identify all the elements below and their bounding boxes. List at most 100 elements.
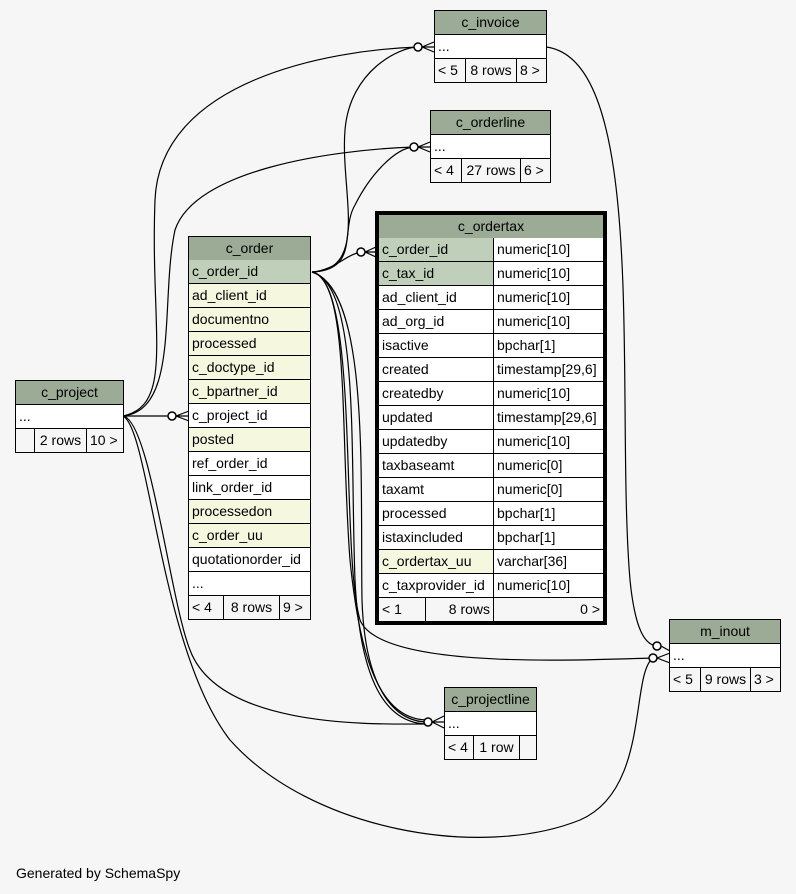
- nav-children[interactable]: 9 >: [279, 596, 310, 619]
- table-header[interactable]: c_project: [16, 381, 123, 404]
- column-name: updated: [379, 406, 493, 429]
- column-name: link_order_id: [192, 479, 273, 495]
- row-count: 9 rows: [700, 668, 750, 691]
- column-row[interactable]: quotationorder_id: [189, 547, 310, 571]
- column-type: numeric[10]: [493, 238, 603, 261]
- column-type: numeric[10]: [493, 262, 603, 285]
- nav-children[interactable]: 8 >: [516, 59, 546, 82]
- edge-order-inout: [311, 271, 654, 661]
- column-row[interactable]: processed: [189, 331, 310, 355]
- crow-foot-inout-2: [648, 653, 658, 663]
- edge-order-invoice: [311, 46, 419, 273]
- row-count: 8 rows: [223, 596, 279, 619]
- column-row[interactable]: posted: [189, 427, 310, 451]
- nav-parents[interactable]: < 4: [192, 599, 212, 615]
- table-header[interactable]: c_invoice: [435, 11, 546, 34]
- edge-invoice-inout: [545, 46, 658, 647]
- column-row[interactable]: processedon: [189, 499, 310, 523]
- column-row[interactable]: ...: [189, 571, 310, 595]
- column-name: createdby: [379, 382, 493, 405]
- table-c-order[interactable]: c_order c_order_id ad_client_id documentno…: [188, 236, 311, 620]
- column-type: numeric[10]: [493, 430, 603, 453]
- table-header[interactable]: c_projectline: [445, 688, 536, 711]
- nav-parents[interactable]: < 1: [382, 601, 402, 617]
- table-header[interactable]: c_ordertax: [379, 215, 603, 238]
- table-c-projectline[interactable]: c_projectline ... < 4 1 row: [444, 687, 537, 760]
- column-row[interactable]: c_doctype_id: [189, 355, 310, 379]
- nav-parents[interactable]: < 5: [438, 62, 458, 78]
- nav-parents[interactable]: [16, 429, 34, 452]
- column-row[interactable]: c_order_uu: [189, 523, 310, 547]
- nav-parents[interactable]: < 5: [673, 671, 693, 687]
- table-c-project[interactable]: c_project ... 2 rows 10 >: [15, 380, 124, 453]
- nav-parents[interactable]: < 4: [434, 162, 454, 178]
- column-row[interactable]: c_order_id: [189, 260, 310, 283]
- table-header[interactable]: c_orderline: [431, 111, 550, 134]
- nav-children[interactable]: 10 >: [86, 429, 123, 452]
- table-header[interactable]: m_inout: [670, 620, 780, 643]
- edge-order-projectline-3: [311, 271, 429, 723]
- column-type: numeric[0]: [493, 478, 603, 501]
- more-columns: ...: [19, 408, 31, 424]
- column-row[interactable]: link_order_id: [189, 475, 310, 499]
- crow-foot-order-project: [167, 411, 177, 421]
- nav-parents[interactable]: < 4: [448, 739, 468, 755]
- column-name: c_order_id: [379, 238, 493, 261]
- column-row[interactable]: ref_order_id: [189, 451, 310, 475]
- crow-foot-projectline: [423, 717, 433, 727]
- table-title: m_inout: [700, 623, 750, 639]
- column-row[interactable]: c_project_id: [189, 403, 310, 427]
- table-c-orderline[interactable]: c_orderline ... < 4 27 rows 6 >: [430, 110, 551, 183]
- column-row[interactable]: documentno: [189, 307, 310, 331]
- column-name: c_order_uu: [192, 527, 263, 543]
- column-name: updatedby: [379, 430, 493, 453]
- nav-children[interactable]: 0 >: [493, 598, 603, 621]
- table-title: c_orderline: [455, 114, 526, 130]
- nav-children[interactable]: [519, 736, 536, 759]
- column-name: c_doctype_id: [192, 359, 275, 375]
- column-row[interactable]: ad_client_id: [189, 283, 310, 307]
- column-type: numeric[0]: [493, 454, 603, 477]
- nav-children[interactable]: 6 >: [520, 159, 550, 182]
- edge-order-projectline-2: [311, 271, 429, 725]
- column-name: taxbaseamt: [379, 454, 493, 477]
- table-nav: < 1 8 rows 0 >: [379, 597, 603, 621]
- table-c-invoice[interactable]: c_invoice ... < 5 8 rows 8 >: [434, 10, 547, 83]
- table-title: c_project: [41, 384, 98, 400]
- column-type: numeric[10]: [493, 310, 603, 333]
- table-header[interactable]: c_order: [189, 237, 310, 260]
- column-type: bpchar[1]: [493, 334, 603, 357]
- column-name: quotationorder_id: [192, 551, 301, 567]
- row-count: 27 rows: [461, 159, 520, 182]
- column-name: ...: [192, 575, 204, 591]
- nav-children[interactable]: 3 >: [750, 668, 780, 691]
- column-type: timestamp[29,6]: [493, 358, 603, 381]
- table-m-inout[interactable]: m_inout ... < 5 9 rows 3 >: [669, 619, 781, 692]
- column-name: ad_client_id: [192, 287, 267, 303]
- generated-by-footer: Generated by SchemaSpy: [16, 865, 181, 881]
- more-columns: ...: [448, 715, 460, 731]
- column-type: numeric[10]: [493, 574, 603, 597]
- column-name: documentno: [192, 311, 270, 327]
- column-name: c_order_id: [192, 263, 259, 279]
- column-name: c_ordertax_uu: [379, 550, 493, 573]
- more-columns: ...: [434, 138, 446, 154]
- crow-foot-invoice: [413, 42, 423, 52]
- column-row[interactable]: c_bpartner_id: [189, 379, 310, 403]
